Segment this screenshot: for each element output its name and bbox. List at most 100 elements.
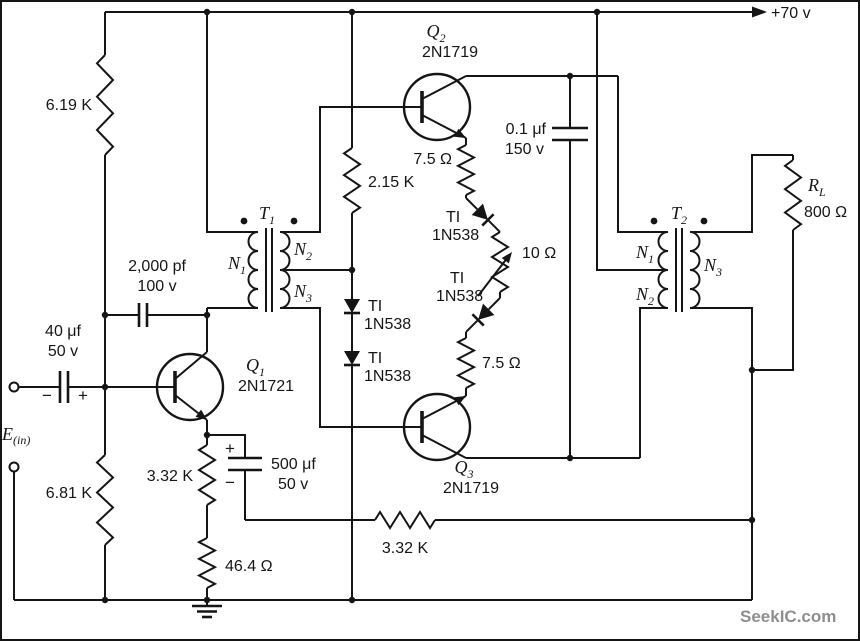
supply-arrow-icon — [752, 6, 767, 18]
resistor-load-800-ohm — [783, 159, 803, 231]
transistor-body — [402, 392, 472, 462]
diode-d2-part: 1N538 — [364, 368, 411, 385]
transformer-t1 — [240, 217, 298, 312]
cap-2000pf-voltage: 100 v — [137, 278, 176, 295]
resistor-10-ohm-label: 10 Ω — [522, 245, 556, 262]
junction-dot — [203, 311, 211, 319]
load-ref: RL — [807, 175, 826, 199]
junction-dot — [101, 311, 109, 319]
q1-part: 2N1721 — [238, 378, 294, 395]
supply-label: +70 v — [771, 5, 811, 22]
diode-d1-part: 1N538 — [364, 316, 411, 333]
diode-d1 — [344, 299, 360, 315]
input-terminal-top — [8, 381, 20, 393]
collector-lead — [421, 75, 467, 100]
q3-ref: Q3 — [455, 457, 474, 481]
junction-dot — [203, 8, 211, 16]
junction-dot — [748, 366, 756, 374]
diode-d4-make: TI — [450, 270, 464, 287]
phasing-dot — [290, 217, 298, 225]
diode-lead — [487, 297, 501, 311]
diode-d4 — [465, 297, 501, 333]
resistor-7-5-top — [455, 144, 477, 196]
resistor-7-5-bottom-label: 7.5 Ω — [482, 355, 521, 372]
wire — [639, 307, 668, 458]
transistor-q1 — [155, 351, 225, 422]
wire — [207, 434, 246, 458]
diode-triangle — [344, 351, 360, 365]
resistors — [95, 54, 803, 589]
resistor-7-5-top-label: 7.5 Ω — [413, 151, 452, 168]
capacitor-2000pf — [137, 303, 149, 327]
resistor-2-15k — [342, 147, 362, 214]
cap-40uf-value: 40 μf — [45, 323, 81, 340]
cap-40uf-pos-sign: + — [78, 386, 88, 405]
watermark: SeekIC.com — [740, 607, 836, 626]
transformer-t2 — [650, 217, 708, 312]
primary-winding — [657, 231, 669, 309]
diode-d3 — [465, 197, 501, 233]
emitter-arrow-icon — [454, 396, 466, 406]
junction-dot — [348, 596, 356, 604]
junction-dot — [203, 431, 211, 439]
wire — [752, 230, 794, 371]
t2-n1-label: N1 — [635, 242, 654, 266]
labels: +70 v 6.19 K 6.81 K 40 μf 50 v − + E(in)… — [1, 5, 847, 626]
resistor-3-32k-feedback — [374, 510, 436, 530]
junction-dot — [593, 8, 601, 16]
phasing-dot — [240, 217, 248, 225]
secondary-winding — [689, 231, 701, 309]
diode-d2 — [344, 351, 360, 367]
junction-dot — [101, 383, 109, 391]
transistor-body — [402, 72, 472, 142]
t1-ref: T1 — [259, 203, 275, 227]
phasing-dot — [650, 217, 658, 225]
diode-triangle — [344, 299, 360, 313]
resistor-46-4-ohm — [196, 537, 218, 589]
diode-d4-part: 1N538 — [436, 288, 483, 305]
secondary-winding — [279, 231, 291, 309]
resistor-6-19k — [95, 54, 115, 156]
diode-triangle — [471, 203, 488, 220]
capacitor-0-1uf — [552, 126, 588, 142]
resistor-7-5-bottom — [455, 337, 477, 389]
junction-dot — [348, 266, 356, 274]
diode-d3-part: 1N538 — [432, 227, 479, 244]
emitter-arrow-icon — [454, 128, 466, 138]
rheostat-wiper — [477, 256, 509, 297]
diode-lead — [487, 219, 501, 233]
q2-part: 2N1719 — [422, 44, 478, 61]
cap-40uf-voltage: 50 v — [48, 343, 78, 360]
cap-500uf-voltage: 50 v — [278, 476, 308, 493]
phasing-dot — [700, 217, 708, 225]
t1-n2-label: N2 — [293, 239, 312, 263]
cap-2000pf-value: 2,000 pf — [128, 258, 186, 275]
load-value: 800 Ω — [804, 204, 847, 221]
q3-part: 2N1719 — [443, 480, 499, 497]
collector-lead — [421, 434, 467, 459]
resistor-3-32k-emitter-label: 3.32 K — [147, 468, 194, 485]
input-terminal-bottom — [8, 461, 20, 473]
t1-n3-label: N3 — [293, 281, 312, 305]
resistor-2-15k-label: 2.15 K — [368, 174, 415, 191]
diode-d1-make: TI — [368, 298, 382, 315]
q2-ref: Q2 — [427, 21, 446, 45]
t2-n3-label: N3 — [703, 255, 722, 279]
junction-dot — [748, 516, 756, 524]
emitter-arrow-icon — [195, 409, 207, 420]
cap-0-1uf-voltage: 150 v — [505, 141, 544, 158]
input-label: E(in) — [1, 424, 30, 447]
cap-500uf-pos-sign: + — [225, 439, 235, 458]
cap-500uf-value: 500 μf — [271, 456, 316, 473]
diode-d3-make: TI — [446, 209, 460, 226]
wire-t2-center-tap — [596, 12, 668, 271]
junction-dot — [101, 596, 109, 604]
q1-ref: Q1 — [246, 355, 265, 379]
resistor-6-81k-label: 6.81 K — [46, 485, 93, 502]
cap-40uf-neg-sign: − — [42, 386, 52, 405]
cap-500uf-neg-sign: − — [225, 473, 235, 492]
resistor-3-32k-emitter — [197, 444, 217, 506]
diode-lead — [465, 197, 479, 211]
